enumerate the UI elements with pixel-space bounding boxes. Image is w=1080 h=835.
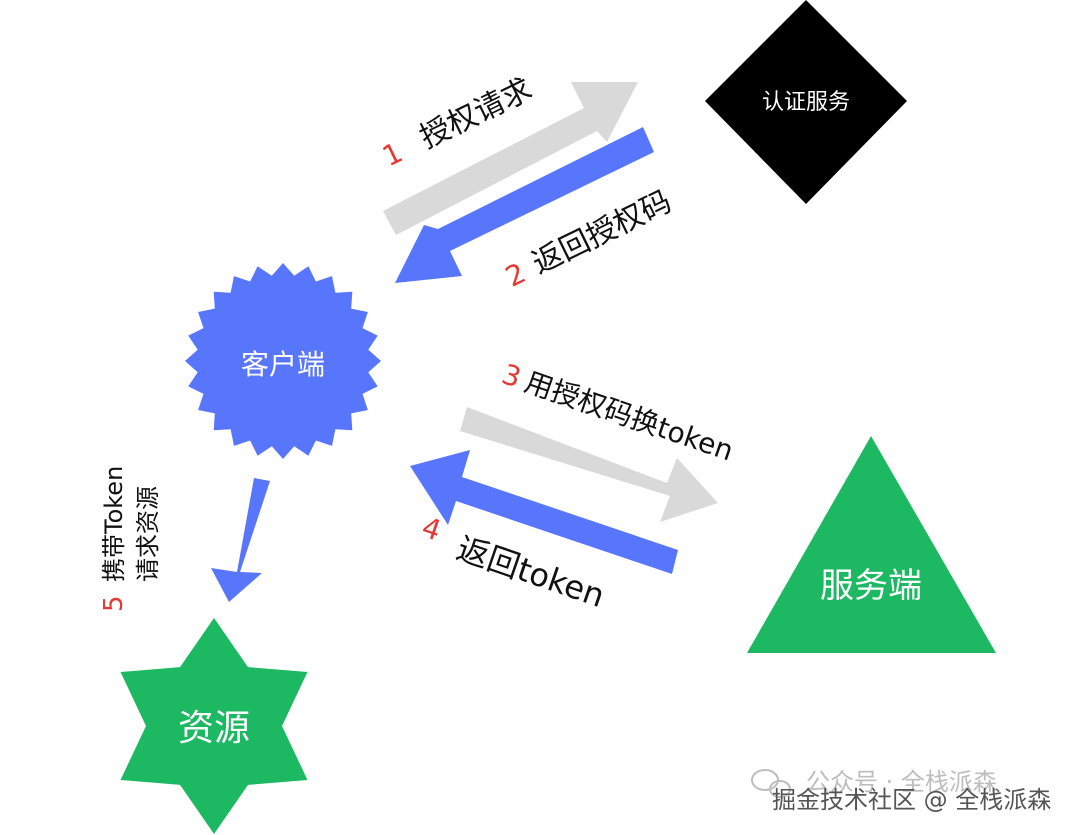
step3-number: 3 [498, 357, 526, 394]
arrow-auth-request [383, 82, 638, 235]
arrow-return-auth-code [395, 127, 654, 283]
auth-service-label: 认证服务 [762, 90, 850, 115]
step2-number: 2 [500, 256, 530, 293]
step4-number: 4 [418, 510, 446, 547]
client-node [185, 263, 381, 459]
wechat-icon [751, 769, 791, 798]
arrow-request-resource [211, 478, 270, 602]
arrow-exchange-token [460, 407, 718, 522]
resource-label: 资源 [178, 708, 250, 749]
step5-label-line1: 携带Token [100, 466, 128, 582]
watermark: 公众号 · 全栈派森 掘金技术社区 @ 全栈派森 [751, 768, 1051, 814]
watermark-front-text: 掘金技术社区 @ 全栈派森 [772, 786, 1051, 814]
client-label: 客户端 [241, 348, 325, 381]
server-node [747, 436, 996, 653]
step5-label-line2: 请求资源 [134, 486, 162, 582]
watermark-back-text: 公众号 · 全栈派森 [806, 768, 997, 796]
server-label: 服务端 [820, 566, 922, 606]
auth-service-node [705, 0, 907, 204]
step1-number: 1 [377, 136, 407, 173]
step5-label-group: 5 携带Token 请求资源 [99, 466, 162, 612]
step5-number: 5 [99, 595, 129, 612]
resource-node [120, 618, 308, 834]
arrow-return-token [410, 450, 678, 574]
